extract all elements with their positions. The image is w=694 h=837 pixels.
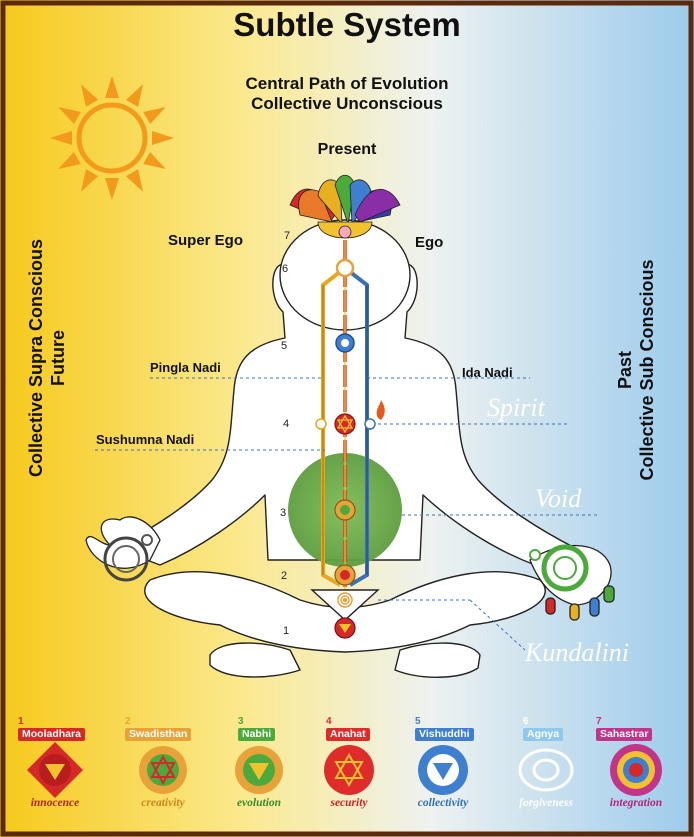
legend-quality-collectivity: collectivity bbox=[417, 797, 469, 809]
legend-num-6: 6 bbox=[523, 716, 529, 727]
legend-agnya-icon bbox=[518, 748, 574, 792]
right-heart-flame-icon bbox=[364, 400, 385, 430]
label-spirit: Spirit bbox=[487, 393, 545, 422]
right-side-line-2: Collective Sub Conscious bbox=[637, 259, 657, 481]
vishuddhi-chakra-icon bbox=[335, 333, 355, 353]
legend-badge-vishuddhi: Vishuddhi bbox=[415, 728, 474, 741]
channel-number-7: 7 bbox=[284, 230, 291, 242]
sun-icon bbox=[50, 76, 174, 200]
left-side-line-2: Future bbox=[48, 330, 68, 386]
legend-sahastrar-icon bbox=[610, 744, 662, 796]
legend-num-4: 4 bbox=[326, 716, 332, 727]
left-heart-icon bbox=[315, 418, 327, 430]
label-ida-nadi: Ida Nadi bbox=[462, 365, 513, 380]
legend-num-5: 5 bbox=[415, 716, 421, 727]
right-side-line-1: Past bbox=[615, 350, 635, 390]
channel-number-5: 5 bbox=[281, 340, 288, 352]
left-side-label: Collective Supra Conscious Future bbox=[25, 233, 69, 483]
legend-num-7: 7 bbox=[596, 716, 602, 727]
kundalini-spiral-icon bbox=[337, 592, 353, 608]
nabhi-chakra-icon bbox=[334, 499, 356, 521]
page-title: Subtle System bbox=[233, 6, 461, 43]
label-sushumna-nadi: Sushumna Nadi bbox=[96, 432, 195, 447]
anahat-chakra-icon bbox=[334, 413, 356, 435]
legend-num-2: 2 bbox=[125, 716, 131, 727]
channel-number-4: 4 bbox=[283, 418, 290, 430]
legend-quality-integration: integration bbox=[609, 797, 663, 809]
nadi-channels bbox=[321, 266, 369, 587]
legend-quality-evolution: evolution bbox=[236, 797, 282, 809]
right-hand bbox=[529, 544, 615, 621]
legend-badge-nabhi: Nabhi bbox=[238, 728, 276, 741]
channel-number-1: 1 bbox=[283, 625, 290, 637]
sahastrara-lotus-icon bbox=[289, 174, 401, 239]
legend-badge-anahat: Anahat bbox=[326, 728, 370, 741]
legend-quality-forgiveness: forgiveness bbox=[519, 797, 573, 809]
legend-vishuddhi-icon bbox=[418, 745, 468, 795]
legend-num-3: 3 bbox=[238, 716, 244, 727]
agnya-chakra-icon bbox=[335, 258, 355, 278]
channel-number-2: 2 bbox=[281, 570, 288, 582]
legend-quality-creativity: creativity bbox=[141, 797, 185, 809]
legend-num-1: 1 bbox=[18, 716, 24, 727]
legend-anahat-icon bbox=[324, 745, 374, 795]
sacrum-triangle bbox=[310, 589, 380, 621]
legend-mooladhara-icon bbox=[27, 742, 83, 798]
label-void: Void bbox=[535, 484, 582, 513]
leader-lines bbox=[95, 377, 600, 651]
legend-quality-security: security bbox=[330, 797, 368, 809]
channel-number-6: 6 bbox=[282, 263, 289, 275]
legend-badge-sahastrar: Sahastrar bbox=[596, 728, 653, 741]
label-ego: Ego bbox=[415, 234, 444, 251]
label-pingla-nadi: Pingla Nadi bbox=[150, 360, 221, 375]
channel-number-3: 3 bbox=[280, 507, 287, 519]
legend-badge-mooladhara: Mooladhara bbox=[18, 728, 85, 741]
legend-quality-innocence: innocence bbox=[30, 797, 80, 809]
right-side-label: Past Collective Sub Conscious bbox=[614, 255, 658, 485]
legend-badge-agnya: Agnya bbox=[523, 728, 564, 741]
label-present: Present bbox=[317, 141, 377, 158]
swadisthan-chakra-icon bbox=[334, 564, 356, 586]
left-hand bbox=[85, 516, 161, 582]
left-side-line-1: Collective Supra Conscious bbox=[26, 238, 46, 478]
legend-swadisthan-icon bbox=[139, 746, 187, 794]
mooladhara-chakra-icon bbox=[334, 617, 356, 639]
label-kundalini: Kundalini bbox=[525, 638, 630, 667]
legend-badge-swadisthan: Swadisthan bbox=[125, 728, 192, 741]
legend-nabhi-icon bbox=[235, 746, 283, 794]
subtitle-line-1: Central Path of Evolution bbox=[245, 74, 449, 93]
subtitle-line-2: Collective Unconscious bbox=[251, 94, 443, 113]
label-super-ego: Super Ego bbox=[168, 232, 244, 249]
